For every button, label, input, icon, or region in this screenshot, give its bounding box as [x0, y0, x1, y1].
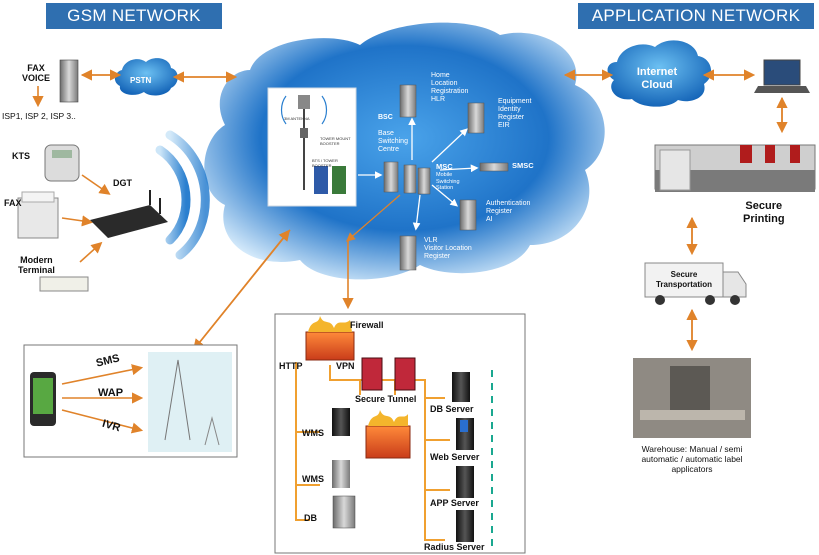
- gsm-servers: [383, 84, 509, 271]
- authentication-register-label: Authentication Register AI: [486, 200, 531, 223]
- tower-mount-booster-label: TOWER MOUNT BOOSTER: [320, 136, 351, 146]
- isp-label: ISP1, ISP 2, ISP 3..: [2, 111, 76, 121]
- fax-voice-label: FAX VOICE: [22, 63, 51, 83]
- wms-label-2: WMS: [302, 474, 324, 484]
- vlr-label: VLR Visitor Location Register: [424, 237, 472, 260]
- firewall-label: Firewall: [350, 320, 384, 330]
- internet-cloud-label: Internet Cloud: [636, 66, 678, 91]
- pstn-cloud: [114, 58, 178, 96]
- modern-terminal-label: Modern Terminal: [18, 255, 55, 275]
- bts-tower-photo: [267, 87, 357, 207]
- app-server-label: APP Server: [430, 498, 479, 508]
- truck-image: [644, 262, 747, 305]
- wireless-arc-2: [165, 130, 210, 260]
- web-server-label: Web Server: [430, 452, 480, 462]
- wireless-arc-1: [155, 145, 191, 245]
- dgt-label: DGT: [113, 178, 132, 188]
- secure-tunnel-label: Secure Tunnel: [355, 394, 417, 404]
- warehouse-photo: [633, 358, 751, 438]
- mobile-box: [23, 344, 238, 458]
- left-devices: [17, 59, 168, 292]
- tower-antenna-label: 3M ANTENNA: [284, 116, 310, 121]
- db-label: DB: [304, 513, 317, 523]
- laptop-image: [754, 59, 810, 93]
- internet-cloud: [607, 40, 712, 107]
- orange-connectors: [32, 69, 788, 352]
- hlr-label: Home Location Registration HLR: [431, 72, 469, 103]
- kts-label: KTS: [12, 151, 30, 161]
- msc-label: MSC: [436, 162, 453, 171]
- warehouse-label: Warehouse: Manual / semi automatic / aut…: [641, 444, 743, 474]
- http-label: HTTP: [279, 361, 303, 371]
- smsc-label: SMSC: [512, 161, 534, 170]
- pstn-label: PSTN: [130, 76, 152, 85]
- white-connectors: [346, 117, 479, 242]
- server-box: [274, 313, 526, 554]
- wms-label-1: WMS: [302, 428, 324, 438]
- base-switching-centre-label: Base Switching Centre: [378, 130, 408, 153]
- application-network-header: APPLICATION NETWORK: [578, 3, 814, 29]
- wap-label: WAP: [98, 387, 124, 399]
- eir-label: Equipment Identity Register EIR: [498, 98, 532, 129]
- gsm-cloud: [204, 22, 605, 280]
- fax-label: FAX: [4, 198, 22, 208]
- secure-printing-label: Secure Printing: [743, 200, 785, 225]
- db-server-label: DB Server: [430, 404, 474, 414]
- msc-sub-label: Mobile Switching Station: [436, 172, 460, 191]
- bsc-label: BSC: [378, 114, 393, 121]
- secure-transportation-label: Secure Transportation: [655, 270, 712, 289]
- printing-press-image: [654, 144, 816, 192]
- vpn-label: VPN: [336, 361, 355, 371]
- radius-server-label: Radius Server: [424, 542, 485, 552]
- gsm-network-header: GSM NETWORK: [46, 3, 222, 29]
- bts-tower-booster-label: BTS / TOWER BOOSTER: [312, 158, 338, 168]
